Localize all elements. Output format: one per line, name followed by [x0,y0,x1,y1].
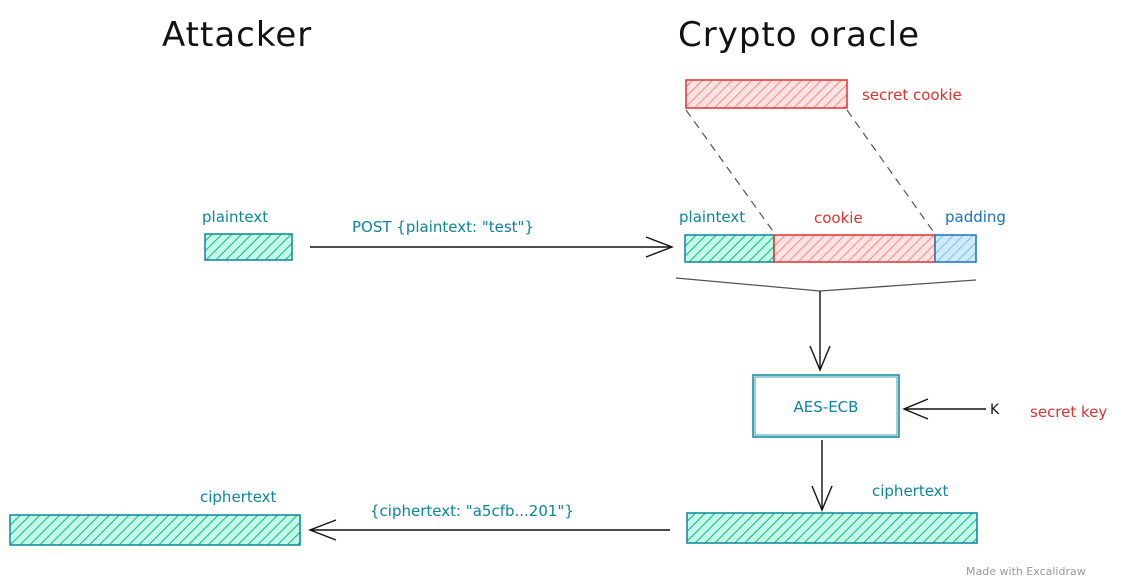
attacker-heading: Attacker [162,15,312,55]
to-aes-arrowhead [809,345,831,372]
ciphertext-response-label: {ciphertext: "a5cfb...201"} [370,502,574,520]
oracle-ciphertext-label: ciphertext [872,482,949,500]
attacker-ciphertext-block [9,514,301,546]
aes-ecb-box [752,374,900,438]
oracle-heading: Crypto oracle [678,15,920,55]
secret-key-label: secret key [1030,403,1107,421]
attacker-plaintext-label: plaintext [202,208,268,226]
combined-plaintext-segment [684,234,775,263]
aes-ecb-box-inner-stroke [754,376,898,436]
cookie-projection-left [685,109,776,235]
secret-cookie-label: secret cookie [862,86,962,104]
aes-ecb-label: AES-ECB [794,398,859,416]
combined-padding-segment [934,234,977,263]
to-ciphertext-arrowhead [811,485,833,512]
combined-cookie-label: cookie [814,209,863,227]
post-request-label: POST {plaintext: "test"} [352,218,534,236]
secret-cookie-block [685,79,848,109]
combined-bracket [675,277,977,292]
key-arrowhead [902,398,929,420]
combined-padding-label: padding [945,208,1006,226]
response-arrowhead [308,519,337,541]
attacker-plaintext-block [204,233,293,261]
combined-cookie-segment [773,234,936,263]
post-request-arrowhead [645,236,674,258]
excalidraw-footer: Made with Excalidraw [966,565,1086,578]
oracle-ciphertext-block [686,512,978,544]
attacker-ciphertext-label: ciphertext [200,488,277,506]
cookie-projection-right [846,109,936,235]
combined-plaintext-label: plaintext [679,208,745,226]
key-symbol: K [990,402,1000,418]
